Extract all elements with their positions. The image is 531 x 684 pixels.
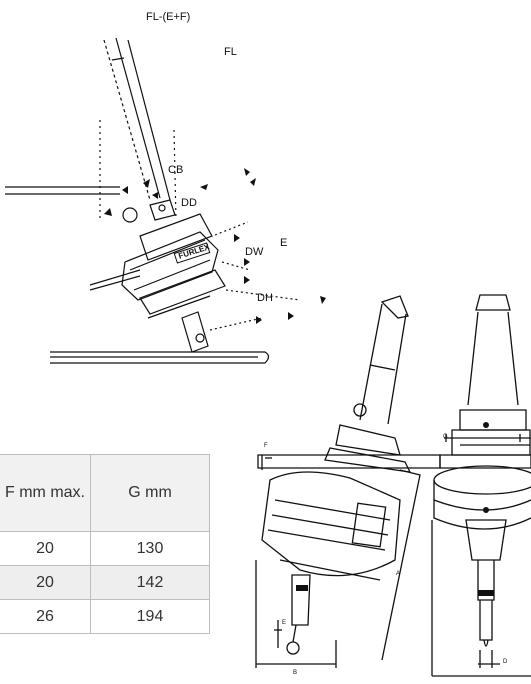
cell-g: 130 [90, 531, 210, 566]
header-f-mm: F mm max. [0, 454, 91, 532]
cell-f: 26 [0, 599, 91, 634]
label-dd: DD [181, 197, 197, 209]
label-dim-e: E [282, 620, 287, 626]
spec-table: F mm max. G mm 20 130 20 142 26 194 [0, 454, 210, 634]
table-row: 20 130 [0, 531, 210, 566]
label-e: E [280, 237, 288, 249]
label-cb: CB [168, 164, 184, 176]
label-dim-a: A [396, 571, 401, 577]
cell-f: 20 [0, 531, 91, 566]
cell-g: 194 [90, 599, 210, 634]
label-fl-minus-e-plus-f: FL-(E+F) [146, 11, 191, 23]
cell-f: 20 [0, 565, 91, 600]
label-dim-f: F [264, 443, 268, 449]
label-dh: DH [257, 292, 273, 304]
header-g-mm: G mm [90, 454, 210, 532]
table-header-row: F mm max. G mm [0, 454, 210, 532]
label-fl: FL [224, 46, 237, 58]
table-row: 20 142 [0, 565, 210, 600]
cell-g: 142 [90, 565, 210, 600]
label-dw: DW [245, 246, 264, 258]
label-dim-b: B [293, 670, 298, 676]
label-dim-g: G [443, 434, 448, 440]
table-row: 26 194 [0, 599, 210, 634]
label-dim-d: D [503, 659, 508, 665]
